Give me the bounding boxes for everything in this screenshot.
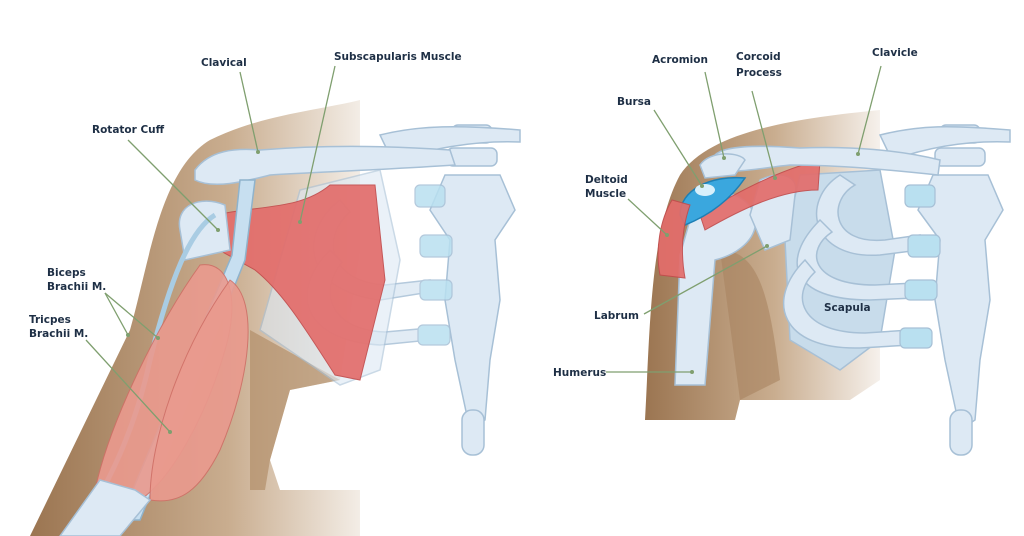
label-deltoid-line2: Muscle	[585, 188, 626, 200]
right-ribs	[782, 174, 941, 349]
label-deltoid-line1: Deltoid	[585, 174, 628, 186]
right-clavicle-bone	[714, 145, 941, 176]
leader-lines	[85, 65, 882, 434]
label-coracoid-line1: Corcoid	[736, 51, 781, 63]
label-triceps-line2: Brachii M.	[29, 328, 88, 340]
triceps-brachii-muscle	[149, 279, 249, 502]
label-biceps-line2: Brachii M.	[47, 281, 106, 293]
label-clavicle: Clavicle	[872, 47, 918, 59]
label-labrum: Labrum	[594, 310, 639, 322]
label-scapula: Scapula	[824, 302, 871, 314]
label-rotator-cuff: Rotator Cuff	[92, 124, 165, 136]
label-bursa: Bursa	[617, 96, 651, 108]
label-humerus: Humerus	[553, 367, 606, 379]
left-forearm-bones	[59, 479, 152, 536]
label-triceps-line1: Tricpes	[29, 314, 71, 326]
label-coracoid-line2: Process	[736, 67, 782, 79]
right-rotator-muscle	[699, 159, 821, 231]
right-shoulder-bones-illustration	[645, 110, 1011, 456]
deltoid-muscle	[657, 199, 691, 279]
right-acromion	[699, 153, 746, 179]
right-armpit-shadow	[720, 250, 780, 400]
left-shoulder-muscles-illustration	[30, 100, 521, 536]
label-clavical: Clavical	[201, 57, 247, 69]
labels: Clavical Subscapularis Muscle Rotator Cu…	[29, 47, 918, 379]
left-clavicle-bone	[194, 145, 457, 186]
bursa-highlight	[695, 184, 715, 196]
left-tendon	[118, 179, 256, 521]
subscapularis-muscle	[209, 184, 386, 381]
label-subscapularis-muscle: Subscapularis Muscle	[334, 51, 462, 63]
label-biceps-line1: Biceps	[47, 267, 86, 279]
label-acromion: Acromion	[652, 54, 708, 66]
